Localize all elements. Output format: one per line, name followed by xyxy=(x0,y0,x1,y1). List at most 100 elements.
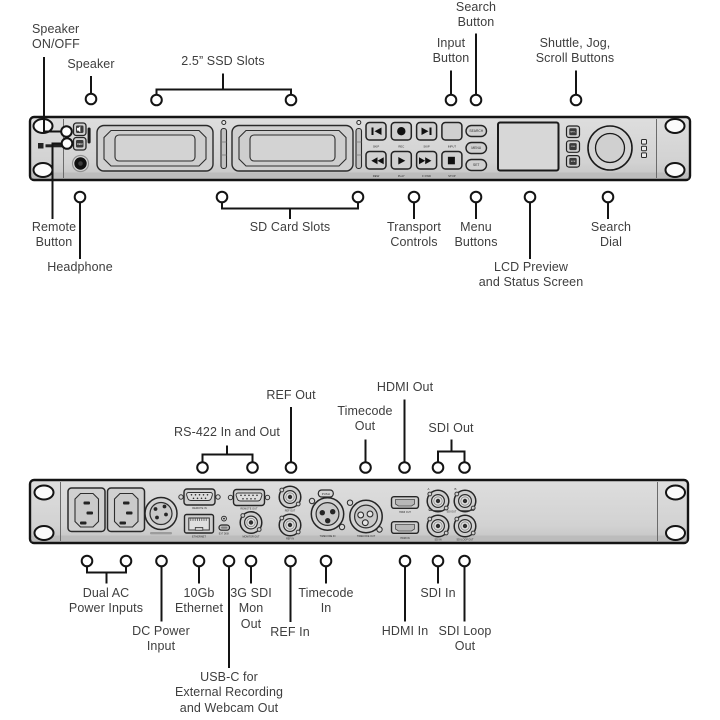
callout-ssd-slots: 2.5” SSD Slots xyxy=(181,54,265,68)
callout-menu-buttons: Menu Buttons xyxy=(454,220,498,250)
svg-text:MONITOR OUT: MONITOR OUT xyxy=(243,535,260,538)
svg-text:HDMI IN: HDMI IN xyxy=(400,537,409,540)
svg-text:SDI IN: SDI IN xyxy=(434,539,441,542)
svg-text:SCR: SCR xyxy=(571,161,576,163)
skip-forward-icon xyxy=(421,127,429,135)
ref-in-bnc: REF IN xyxy=(278,513,302,541)
callout-ref-out: REF Out xyxy=(266,388,316,402)
svg-text:JOG: JOG xyxy=(571,146,576,148)
hdmi-in-port: HDMI IN xyxy=(390,521,420,540)
callout-dc-power: DC Power Input xyxy=(132,624,190,654)
dc-power-xlr xyxy=(144,496,178,535)
svg-text:REMOTE IN: REMOTE IN xyxy=(192,506,207,510)
menu-buttons: SEARCH MENU SET xyxy=(465,124,488,172)
svg-text:REF IN: REF IN xyxy=(286,538,294,541)
svg-text:ETHERNET: ETHERNET xyxy=(192,534,206,538)
callout-speaker: Speaker xyxy=(67,57,115,71)
callout-remote-button: Remote Button xyxy=(31,220,77,250)
callout-input-button: Input Button xyxy=(432,36,470,66)
search-pill-button xyxy=(465,124,488,138)
callout-ethernet: 10Gb Ethernet xyxy=(174,586,224,616)
callout-sdi-in: SDI In xyxy=(420,586,456,600)
set-pill-button xyxy=(465,158,488,172)
sdi-b-label: B xyxy=(455,487,457,491)
speaker-icon xyxy=(77,126,81,133)
record-icon xyxy=(397,127,406,136)
sdi-out-a-bnc xyxy=(426,489,450,513)
hdmi-out-port: HDMI OUT xyxy=(390,496,420,514)
timecode-out-xlr: TIMECODE OUT xyxy=(346,499,383,538)
svg-text:TIMECODE IN: TIMECODE IN xyxy=(320,535,336,538)
stop-icon xyxy=(447,156,455,165)
sdi-in-bnc: SDI IN xyxy=(426,514,450,542)
callout-search-dial: Search Dial xyxy=(590,220,632,250)
svg-text:SKIP: SKIP xyxy=(423,144,430,148)
callout-sd-card-slots: SD Card Slots xyxy=(249,220,331,234)
callout-ref-in: REF In xyxy=(270,625,310,639)
front-panel: REM xyxy=(28,115,692,182)
callout-speaker-onoff: Speaker ON/OFF xyxy=(32,22,80,52)
callout-timecode-out: Timecode Out xyxy=(337,404,393,434)
ac-power-inlet-1 xyxy=(67,487,106,533)
callout-sdi-mon: 3G SDI Mon Out xyxy=(230,586,272,631)
lcd-screen xyxy=(497,121,560,172)
svg-text:PUSH: PUSH xyxy=(322,492,330,496)
ethernet-port: ETHERNET xyxy=(183,513,215,538)
transport-icons xyxy=(371,127,455,165)
callout-hdmi-in: HDMI In xyxy=(381,624,429,638)
svg-text:SEARCH: SEARCH xyxy=(469,129,483,133)
status-leds xyxy=(641,139,647,158)
menu-pill-button xyxy=(465,141,488,155)
timecode-in-xlr: PUSH TIMECODE IN xyxy=(308,489,346,538)
svg-text:STOP: STOP xyxy=(448,174,456,178)
rs422-remote-out: REMOTE OUT xyxy=(227,488,271,511)
leader-lines xyxy=(43,33,615,668)
svg-text:SKIP: SKIP xyxy=(373,144,380,148)
svg-text:EXT DISK: EXT DISK xyxy=(219,533,230,535)
fast-forward-icon xyxy=(419,157,426,165)
svg-text:REMOTE OUT: REMOTE OUT xyxy=(240,507,258,511)
callout-headphone: Headphone xyxy=(47,260,113,274)
remote-button: REM xyxy=(72,136,87,151)
ref-out-bnc: REF OUT xyxy=(278,485,302,512)
ssd-slot-1 xyxy=(96,124,214,172)
callout-search-button: Search Button xyxy=(455,0,497,30)
usb-c-port: EXT DISK xyxy=(218,515,231,535)
rewind-icon xyxy=(371,157,378,165)
sdi-a-label: A xyxy=(428,487,430,491)
callout-shuttle-jog: Shuttle, Jog, Scroll Buttons xyxy=(535,36,615,66)
speaker-slot xyxy=(87,127,91,144)
callout-lcd: LCD Preview and Status Screen xyxy=(478,260,584,290)
input-button xyxy=(441,121,463,141)
callout-transport-controls: Transport Controls xyxy=(387,220,441,250)
rs422-remote-in: REMOTE IN xyxy=(178,488,221,510)
play-icon xyxy=(398,157,406,165)
brand-logo xyxy=(38,143,62,149)
rack-ear-holes-rear xyxy=(33,484,686,541)
rear-panel: REMOTE IN ETHERNET EXT DISK REMOTE OUT M… xyxy=(28,478,690,545)
callout-timecode-in: Timecode In xyxy=(298,586,354,616)
sdi-out-label: SDI OUT xyxy=(447,511,457,514)
svg-text:REF OUT: REF OUT xyxy=(285,509,296,512)
svg-text:PLAY: PLAY xyxy=(398,174,405,178)
headphone-jack xyxy=(71,154,90,173)
callout-sdi-out: SDI Out xyxy=(428,421,474,435)
remote-button-label: REM xyxy=(77,143,82,146)
svg-text:SDI LOOP OUT: SDI LOOP OUT xyxy=(457,539,474,542)
svg-text:INPUT: INPUT xyxy=(448,144,457,148)
transport-sublabels: SKIP REC SKIP INPUT REW PLAY F FWD STOP xyxy=(373,144,457,178)
svg-text:SHTL: SHTL xyxy=(570,131,576,133)
svg-text:MENU: MENU xyxy=(471,146,481,150)
skip-back-icon xyxy=(371,127,374,135)
sd-card-slot-2 xyxy=(355,120,363,170)
svg-text:SET: SET xyxy=(473,163,479,167)
shuttle-jog-scroll-buttons: SHTL JOG SCR xyxy=(565,125,581,168)
callout-sdi-loop: SDI Loop Out xyxy=(438,624,492,654)
svg-text:F FWD: F FWD xyxy=(422,174,431,178)
ac-power-inlet-2 xyxy=(106,487,146,533)
speaker-onoff-button xyxy=(72,122,87,137)
monitor-out-bnc: MONITOR OUT xyxy=(239,510,263,538)
svg-text:TIMECODE OUT: TIMECODE OUT xyxy=(357,535,376,538)
